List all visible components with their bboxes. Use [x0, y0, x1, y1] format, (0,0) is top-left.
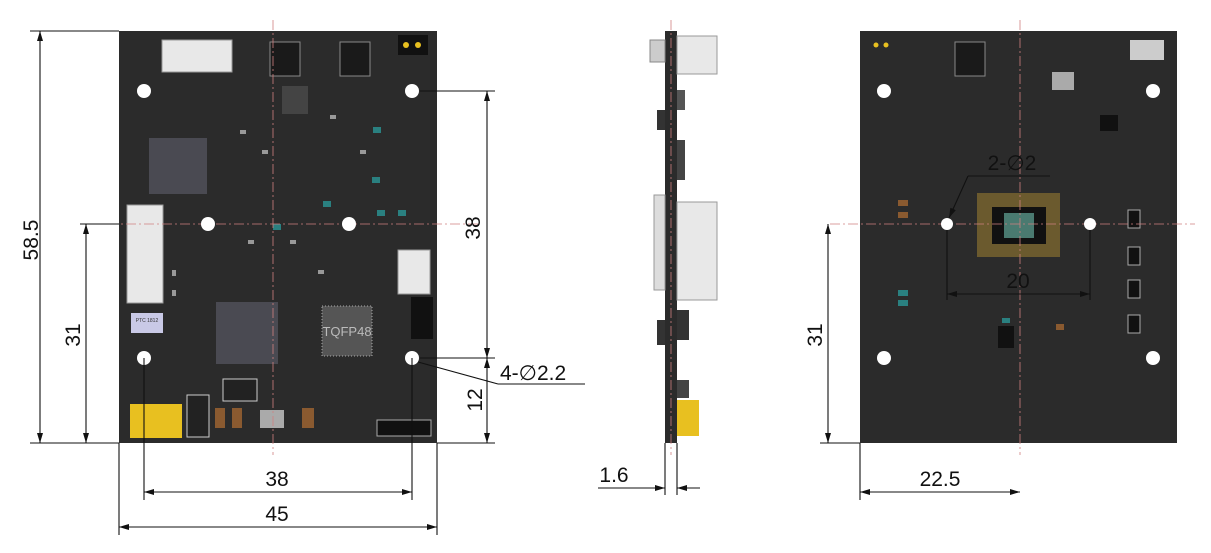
tantalum-capacitor [130, 404, 182, 438]
back-dimensions: 2-∅2 20 31 22.5 [804, 152, 1091, 500]
header-bottom [376, 419, 432, 437]
dim-hole-pitch-horizontal: 38 [265, 468, 288, 491]
connector-top [161, 39, 233, 73]
dim-height: 58.5 [20, 220, 43, 261]
dim-hole-callout: 4-∅2.2 [500, 362, 566, 385]
dim-thickness: 1.6 [599, 464, 628, 487]
ic-soic-2 [339, 41, 371, 77]
inductor [282, 86, 308, 114]
ptc-label: PTC 1812 [136, 318, 159, 324]
side-view [649, 20, 718, 455]
dim-hole-to-edge: 12 [464, 388, 487, 411]
side-dimensions: 1.6 [598, 443, 700, 495]
ptc-fuse [131, 313, 163, 333]
ic-large-1 [149, 138, 207, 194]
ic-soic-1 [269, 41, 301, 77]
mcu-label: TQFP48 [322, 324, 371, 339]
dim-back-hole-to-bottom: 31 [804, 323, 827, 346]
front-dimensions: 58.5 31 38 12 4-∅2.2 38 45 [20, 30, 585, 535]
jumper [398, 35, 428, 55]
ic-large-2 [216, 302, 278, 364]
cap-2 [232, 408, 242, 428]
back-view [830, 20, 1195, 455]
cap-1 [215, 408, 225, 428]
mcu-chip [321, 305, 373, 357]
diode-2 [222, 378, 258, 402]
dim-sensor-hole-pitch: 20 [1006, 270, 1029, 293]
connector-left [126, 204, 164, 304]
dim-hole-pitch-vertical: 38 [462, 216, 485, 239]
cap-3 [302, 408, 314, 428]
dim-width: 45 [265, 503, 288, 526]
back-mounting-holes [877, 84, 1160, 365]
resistor [260, 410, 284, 428]
dim-hole-to-bottom: 31 [62, 323, 85, 346]
pin-header [411, 297, 433, 339]
dim-sensor-hole-callout: 2-∅2 [988, 152, 1037, 175]
diode [186, 394, 210, 438]
front-pcb [119, 31, 437, 443]
front-view: TQFP48 PTC 1812 [90, 20, 480, 455]
sensor-die [1004, 213, 1034, 238]
dim-center-offset: 22.5 [920, 468, 961, 491]
connector-right [397, 249, 431, 295]
